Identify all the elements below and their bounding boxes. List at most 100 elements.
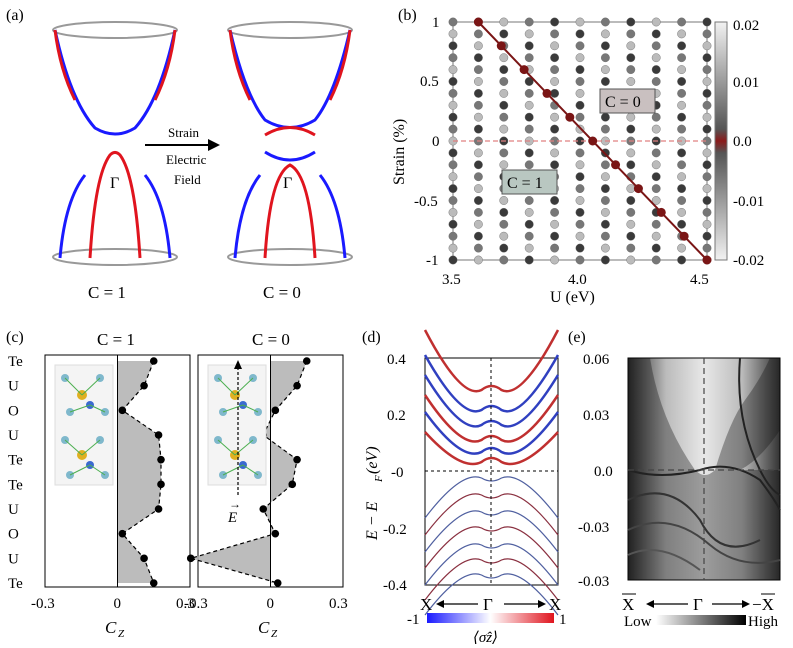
- b-ytick-1: 1: [432, 15, 440, 31]
- c-title-right: C = 0: [252, 330, 290, 349]
- b-xlabel: U (eV): [550, 289, 595, 306]
- phase-point: [677, 29, 686, 39]
- phase-point: [601, 160, 610, 170]
- phase-point: [575, 219, 585, 229]
- phase-point: [550, 112, 559, 122]
- phase-point: [626, 231, 636, 241]
- phase-point: [651, 160, 661, 170]
- c-xlabel-right: C: [258, 618, 270, 637]
- phase-point: [473, 29, 483, 39]
- e-ytick-m003b: -0.03: [578, 574, 609, 590]
- d-ylabel-suffix: (eV): [364, 446, 381, 474]
- phase-point: [702, 29, 712, 39]
- cz-point: [118, 529, 127, 538]
- cz-point: [118, 406, 127, 415]
- e-ytick-00: 0.0: [594, 464, 613, 480]
- cz-point: [288, 480, 297, 489]
- phase-point: [575, 231, 585, 241]
- phase-point: [677, 255, 686, 265]
- phase-point: [575, 255, 585, 265]
- b-cbar-tick-002: 0.02: [733, 18, 759, 34]
- phase-point: [448, 77, 458, 86]
- phase-point: [524, 207, 534, 217]
- e-surface-spectrum: [627, 357, 781, 580]
- b-cbar-tick-001: 0.01: [733, 75, 759, 91]
- crystal-inset-left: [54, 364, 114, 486]
- phase-point: [677, 148, 686, 158]
- phase-point: [550, 89, 559, 98]
- e-ytick-003: 0.03: [583, 408, 609, 424]
- phase-point: [550, 65, 559, 75]
- phase-point: [448, 207, 458, 217]
- phase-point: [550, 243, 559, 253]
- phase-boundary-point: [633, 184, 643, 194]
- phase-point: [626, 207, 636, 217]
- panel-b-label: (b): [398, 7, 417, 24]
- d-k-right: X: [549, 595, 561, 614]
- d-ylabel: E − E: [364, 501, 381, 541]
- phase-point: [702, 184, 712, 194]
- phase-point: [677, 172, 686, 182]
- d-colorbar: [427, 613, 554, 623]
- b-ytick-05: 0.5: [420, 74, 439, 90]
- phase-point: [651, 17, 661, 27]
- phase-boundary-point: [702, 255, 712, 265]
- arrow-text-electric: Electric: [166, 152, 207, 167]
- phase-point: [702, 172, 712, 182]
- phase-point: [550, 231, 559, 241]
- phase-point: [575, 17, 585, 27]
- phase-point: [626, 29, 636, 39]
- phase-point: [677, 184, 686, 194]
- e-k-right: −X: [752, 595, 774, 614]
- phase-point: [626, 160, 636, 170]
- phase-point: [473, 77, 483, 86]
- phase-boundary-point: [679, 231, 689, 241]
- phase-point: [473, 53, 483, 63]
- phase-boundary-point: [588, 136, 598, 146]
- phase-point: [448, 196, 458, 205]
- phase-point: [550, 160, 559, 170]
- phase-point: [651, 255, 661, 265]
- phase-point: [575, 53, 585, 63]
- d-ytick-0: -0: [391, 465, 404, 481]
- conduction-band: [424, 431, 559, 466]
- phase-point: [524, 231, 534, 241]
- phase-point: [702, 89, 712, 98]
- phase-point: [651, 112, 661, 122]
- d-cbar-min: -1: [407, 612, 420, 628]
- valence-band: [424, 526, 559, 569]
- phase-point: [499, 100, 509, 110]
- phase-point: [601, 112, 610, 122]
- cz-point: [273, 579, 282, 587]
- c-xtick-right: 0: [267, 596, 275, 612]
- phase-point: [550, 219, 559, 229]
- phase-point: [448, 255, 458, 265]
- phase-point: [448, 89, 458, 98]
- efield-vector-arrow: →: [229, 497, 241, 511]
- layer-label: O: [8, 403, 19, 419]
- c-title-left: C = 1: [97, 330, 135, 349]
- phase-point: [524, 196, 534, 205]
- cz-area: [117, 361, 161, 583]
- phase-point: [651, 65, 661, 75]
- band-cone-right: Γ: [227, 21, 353, 266]
- layer-label: U: [8, 502, 19, 518]
- phase-point: [702, 112, 712, 122]
- cz-point: [140, 554, 148, 563]
- phase-point: [499, 29, 509, 39]
- cz-point: [271, 529, 280, 538]
- phase-point: [473, 41, 483, 51]
- phase-point: [626, 17, 636, 27]
- c-xtick-left: 0.3: [176, 596, 195, 612]
- phase-point: [575, 89, 585, 98]
- phase-point: [550, 196, 559, 205]
- phase-point: [601, 17, 610, 27]
- d-k-mid: Γ: [483, 595, 493, 614]
- phase-point: [651, 148, 661, 158]
- phase-point: [575, 172, 585, 182]
- phase-point: [499, 17, 509, 27]
- phase-point: [575, 29, 585, 39]
- phase-point: [524, 148, 534, 158]
- phase-point: [473, 196, 483, 205]
- phase-point: [550, 41, 559, 51]
